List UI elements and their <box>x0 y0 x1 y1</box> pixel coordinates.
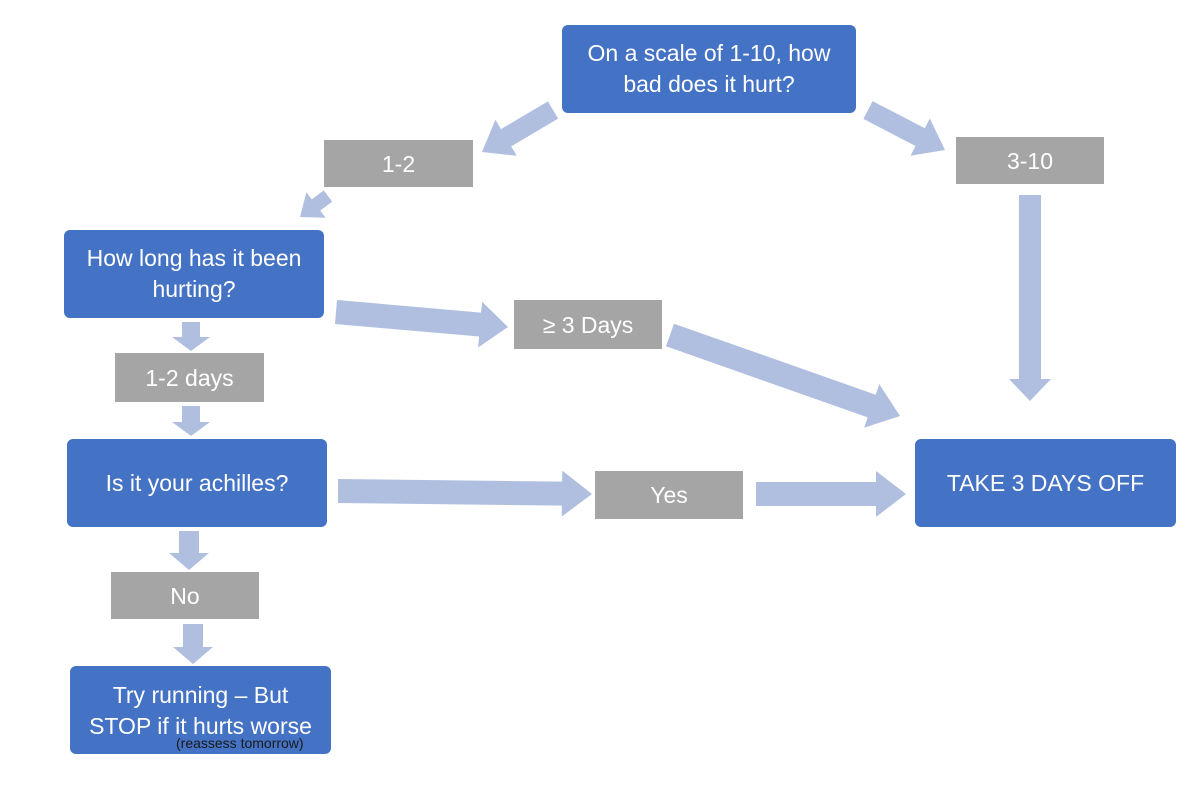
answer-no: No <box>111 572 259 619</box>
arrow-achilles-to-yes <box>337 470 592 517</box>
arrow-3-10-to-take-off <box>1009 195 1051 401</box>
how-long-question: How long has it been hurting? <box>64 230 324 318</box>
achilles-question: Is it your achilles? <box>67 439 327 527</box>
arrow-scale-to-3-10 <box>863 101 945 156</box>
arrow-1-2-to-how-long <box>300 190 333 218</box>
arrow-how-long-to-3-days <box>335 300 508 348</box>
arrow-no-to-try-running <box>173 624 213 664</box>
reassess-note: (reassess tomorrow) <box>176 735 304 751</box>
take-3-days-off-outcome: TAKE 3 DAYS OFF <box>915 439 1176 527</box>
arrow-how-long-to-1-2-days <box>172 322 210 351</box>
answer-yes: Yes <box>595 471 743 519</box>
try-running-outcome: Try running – But STOP if it hurts worse <box>70 666 331 754</box>
answer-3-days-or-more: ≥ 3 Days <box>514 300 662 349</box>
arrow-scale-to-1-2 <box>482 101 559 156</box>
arrow-3-days-to-take-off <box>666 323 900 428</box>
pain-scale-question: On a scale of 1-10, how bad does it hurt… <box>562 25 856 113</box>
answer-1-2: 1-2 <box>324 140 473 187</box>
answer-1-2-days: 1-2 days <box>115 353 264 402</box>
arrow-1-2-days-to-achilles <box>172 406 210 436</box>
answer-3-10: 3-10 <box>956 137 1104 184</box>
arrow-yes-to-take-off <box>756 471 906 517</box>
arrow-achilles-to-no <box>169 531 209 570</box>
